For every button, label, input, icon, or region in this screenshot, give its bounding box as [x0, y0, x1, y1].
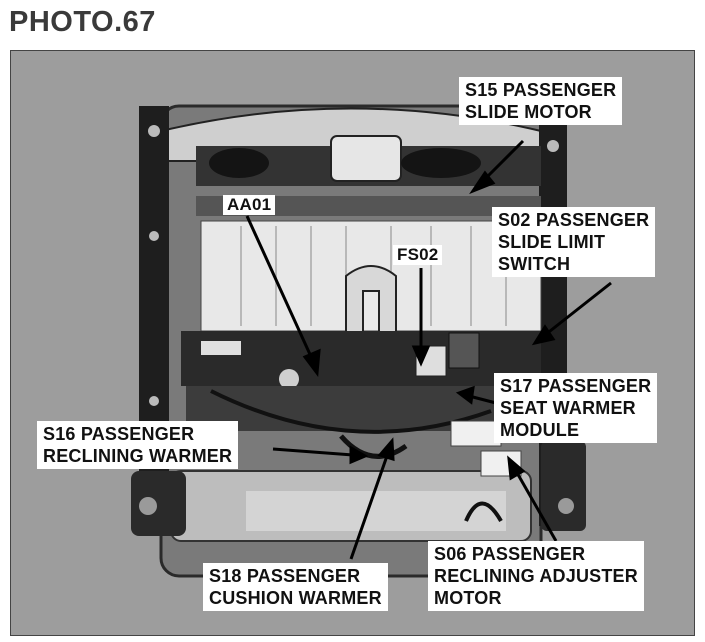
label-aa01: AA01 [223, 195, 276, 215]
label-s06-reclining-adjuster-motor: S06 PASSENGER RECLINING ADJUSTER MOTOR [428, 541, 644, 611]
label-s16-reclining-warmer: S16 PASSENGER RECLINING WARMER [37, 421, 239, 469]
label-s02-slide-limit-switch: S02 PASSENGER SLIDE LIMIT SWITCH [492, 207, 656, 277]
label-s18-cushion-warmer: S18 PASSENGER CUSHION WARMER [203, 563, 388, 611]
photo-title: PHOTO.67 [9, 6, 156, 38]
label-s17-seat-warmer-module: S17 PASSENGER SEAT WARMER MODULE [494, 373, 658, 443]
photo-frame: S15 PASSENGER SLIDE MOTOR AA01 S02 PASSE… [10, 50, 695, 636]
label-fs02: FS02 [393, 245, 443, 265]
seat-photo [11, 51, 694, 635]
label-s15-slide-motor: S15 PASSENGER SLIDE MOTOR [459, 77, 623, 125]
